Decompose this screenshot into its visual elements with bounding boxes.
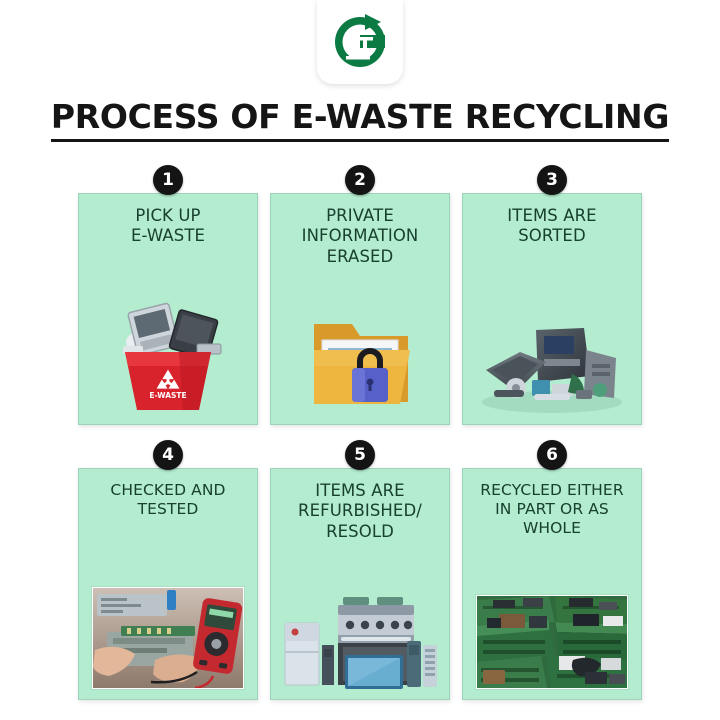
red-ewaste-bin-illustration-icon: E-WASTE — [88, 302, 248, 414]
green-crates-ewaste-photo — [472, 577, 632, 689]
step-number-badge-4: 4 — [153, 440, 183, 470]
step-number-badge-1: 1 — [153, 165, 183, 195]
step-number-badge-2: 2 — [345, 165, 375, 195]
step-label-2: PRIVATE INFORMATION ERASED — [301, 206, 419, 266]
step-card-6: RECYCLED EITHER IN PART OR AS WHOLE — [462, 468, 642, 700]
step-card-1: PICK UP E-WASTE — [78, 193, 258, 425]
process-step-1: 1 PICK UP E-WASTE — [78, 165, 258, 440]
step-label-3: ITEMS ARE SORTED — [507, 206, 597, 246]
process-step-2: 2 PRIVATE INFORMATION ERASED — [270, 165, 450, 440]
step-number-badge-6: 6 — [537, 440, 567, 470]
page-title-block: PROCESS OF E-WASTE RECYCLING — [0, 99, 720, 142]
sorted-electronics-pile-photo — [472, 302, 632, 414]
brand-logo — [317, 0, 403, 84]
process-steps-grid: 1 PICK UP E-WASTE — [78, 165, 642, 715]
step-label-5: ITEMS ARE REFURBISHED/ RESOLD — [298, 481, 422, 541]
step-card-4: CHECKED AND TESTED — [78, 468, 258, 700]
step-number-badge-3: 3 — [537, 165, 567, 195]
step-card-5: ITEMS ARE REFURBISHED/ RESOLD — [270, 468, 450, 700]
locked-folder-illustration-icon — [280, 302, 440, 414]
step-label-4: CHECKED AND TESTED — [110, 481, 226, 519]
recycling-arrow-m-logo-icon — [329, 11, 391, 73]
page-title: PROCESS OF E-WASTE RECYCLING — [50, 99, 669, 142]
refurbished-appliances-illustration-icon — [280, 577, 440, 689]
bin-caption-text: E-WASTE — [149, 391, 186, 400]
process-step-6: 6 RECYCLED EITHER IN PART OR AS WHOLE — [462, 440, 642, 715]
step-label-6: RECYCLED EITHER IN PART OR AS WHOLE — [480, 481, 624, 538]
step-card-2: PRIVATE INFORMATION ERASED — [270, 193, 450, 425]
step-label-1: PICK UP E-WASTE — [130, 206, 206, 246]
process-step-5: 5 ITEMS ARE REFURBISHED/ RESOLD — [270, 440, 450, 715]
process-step-4: 4 CHECKED AND TESTED — [78, 440, 258, 715]
step-card-3: ITEMS ARE SORTED — [462, 193, 642, 425]
step-number-badge-5: 5 — [345, 440, 375, 470]
circuit-board-testing-photo — [88, 577, 248, 689]
process-step-3: 3 ITEMS ARE SORTED — [462, 165, 642, 440]
